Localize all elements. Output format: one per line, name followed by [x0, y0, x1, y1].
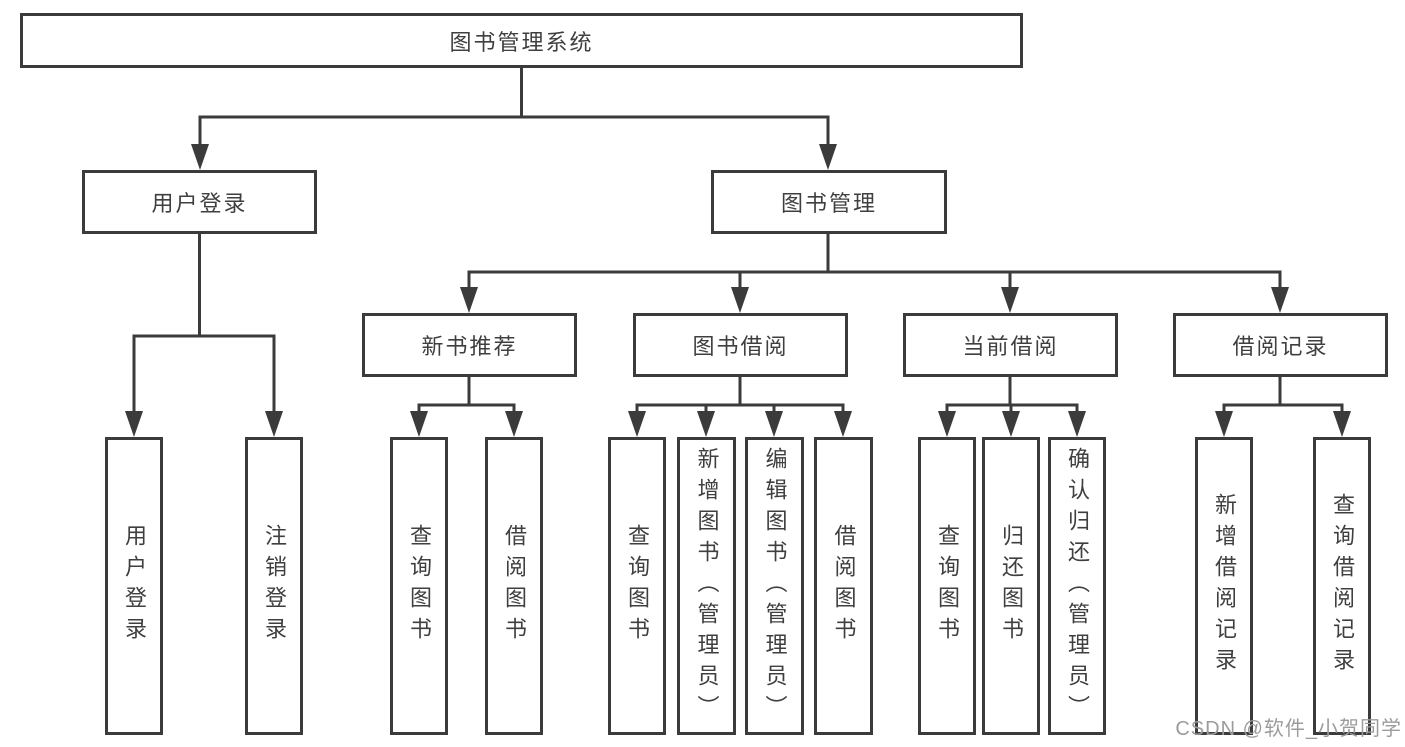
leaf-records-add-record: 新增借阅记录	[1195, 437, 1253, 735]
leaf-records-add-record-label: 新增借阅记录	[1212, 493, 1237, 679]
node-current-borrowing: 当前借阅	[903, 313, 1118, 377]
leaf-newbook-borrow-books: 借阅图书	[485, 437, 543, 735]
node-borrowing-records: 借阅记录	[1173, 313, 1388, 377]
watermark: CSDN @软件_小贺同学	[1175, 718, 1402, 740]
leaf-borrow-add-books: 新增图书（管理员）	[677, 437, 736, 735]
leaf-newbook-borrow-books-label: 借阅图书	[502, 524, 527, 648]
arrowhead-icons	[125, 144, 1351, 437]
leaf-logout-label: 注销登录	[262, 524, 287, 648]
leaf-current-query-books: 查询图书	[918, 437, 976, 735]
node-book-management: 图书管理	[711, 170, 947, 234]
leaf-borrow-add-books-label: 新增图书（管理员）	[694, 446, 720, 726]
leaf-current-return-books: 归还图书	[982, 437, 1040, 735]
node-library-system: 图书管理系统	[20, 13, 1023, 68]
leaf-newbook-query-books: 查询图书	[390, 437, 448, 735]
node-library-system-label: 图书管理系统	[449, 29, 594, 55]
node-book-borrowing: 图书借阅	[633, 313, 848, 377]
leaf-borrow-edit-books-label: 编辑图书（管理员）	[762, 446, 788, 726]
node-book-borrowing-label: 图书借阅	[692, 334, 789, 359]
leaf-current-return-books-label: 归还图书	[999, 524, 1024, 648]
node-book-management-label: 图书管理	[780, 191, 877, 216]
leaf-records-query-record-label: 查询借阅记录	[1330, 493, 1355, 679]
node-user-login-branch: 用户登录	[82, 170, 317, 234]
leaf-borrow-query-books: 查询图书	[608, 437, 666, 735]
leaf-logout: 注销登录	[245, 437, 303, 735]
leaf-borrow-edit-books: 编辑图书（管理员）	[745, 437, 804, 735]
leaf-records-query-record: 查询借阅记录	[1313, 437, 1371, 735]
leaf-borrow-borrow-books: 借阅图书	[814, 437, 873, 735]
leaf-user-login-label: 用户登录	[122, 524, 147, 648]
leaf-current-confirm-return-label: 确认归还（管理员）	[1065, 446, 1090, 726]
node-new-book-recommend: 新书推荐	[362, 313, 577, 377]
leaf-current-query-books-label: 查询图书	[935, 524, 960, 648]
leaf-newbook-query-books-label: 查询图书	[407, 524, 432, 648]
leaf-current-confirm-return: 确认归还（管理员）	[1048, 437, 1106, 735]
node-borrowing-records-label: 借阅记录	[1232, 334, 1329, 359]
node-current-borrowing-label: 当前借阅	[962, 334, 1059, 359]
leaf-borrow-borrow-books-label: 借阅图书	[831, 524, 857, 648]
leaf-borrow-query-books-label: 查询图书	[625, 524, 650, 648]
leaf-user-login: 用户登录	[105, 437, 163, 735]
node-user-login-branch-label: 用户登录	[151, 191, 248, 216]
node-new-book-recommend-label: 新书推荐	[421, 334, 518, 359]
